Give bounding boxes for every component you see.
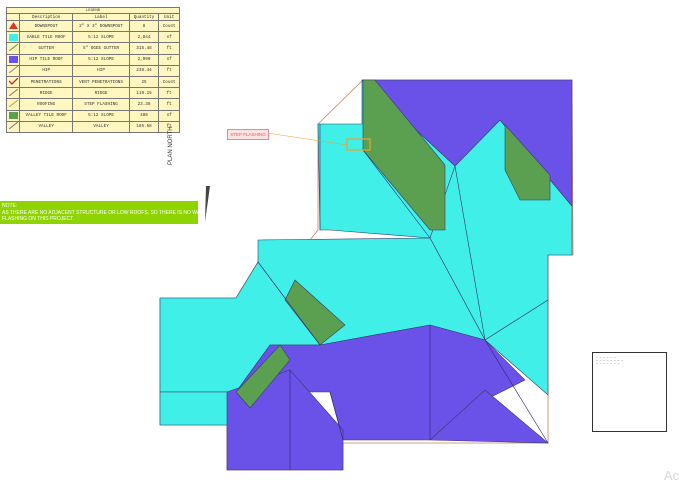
line-icon	[8, 65, 18, 74]
north-arrow	[205, 186, 210, 222]
calc-line: — — — — — —	[596, 356, 616, 359]
step-flashing-marker	[266, 132, 371, 151]
legend-quantity: 185.58	[128, 120, 160, 133]
line-icon	[8, 121, 18, 130]
plan-north-label: PLAN NORTH	[168, 126, 174, 165]
line-icon	[8, 99, 18, 108]
check-icon	[8, 77, 18, 85]
valley-roof-area	[235, 79, 551, 409]
line-icon	[8, 88, 18, 97]
calculation-box: — — — — — — — — — — — — — — — — — — — — …	[592, 352, 667, 432]
calc-line: — — — — — — —	[596, 362, 620, 365]
legend-quantity: 119.15	[128, 87, 160, 100]
legend-label: VALLEY	[72, 120, 130, 133]
ridge-lines	[257, 124, 549, 470]
note-title: NOTE:	[2, 203, 18, 209]
legend-unit: sf	[158, 109, 180, 122]
swatch-icon	[8, 56, 18, 64]
legend-unit: ft	[158, 120, 180, 133]
calc-line: — — — — — — — —	[596, 359, 624, 362]
note-line-1: AS THERE ARE NO ADJACENT STRUCTURE OR LO…	[2, 209, 206, 216]
note-line-2: FLASHING ON THIS PROJECT.	[2, 216, 75, 223]
watermark: Ac	[664, 468, 680, 483]
legend-description: VALLEY	[18, 120, 74, 133]
swatch-icon	[8, 112, 18, 120]
line-icon	[8, 43, 18, 52]
legend-label: STEP FLASHING	[72, 98, 130, 111]
downspout-icon	[8, 21, 18, 29]
legend-table: LEGEND Description Label Quantity Unit D…	[6, 7, 180, 133]
swatch-icon	[8, 33, 18, 41]
step-flashing-callout: STEP FLASHING	[227, 129, 269, 140]
note-box: NOTE: AS THERE ARE NO ADJACENT STRUCTURE…	[0, 201, 206, 224]
